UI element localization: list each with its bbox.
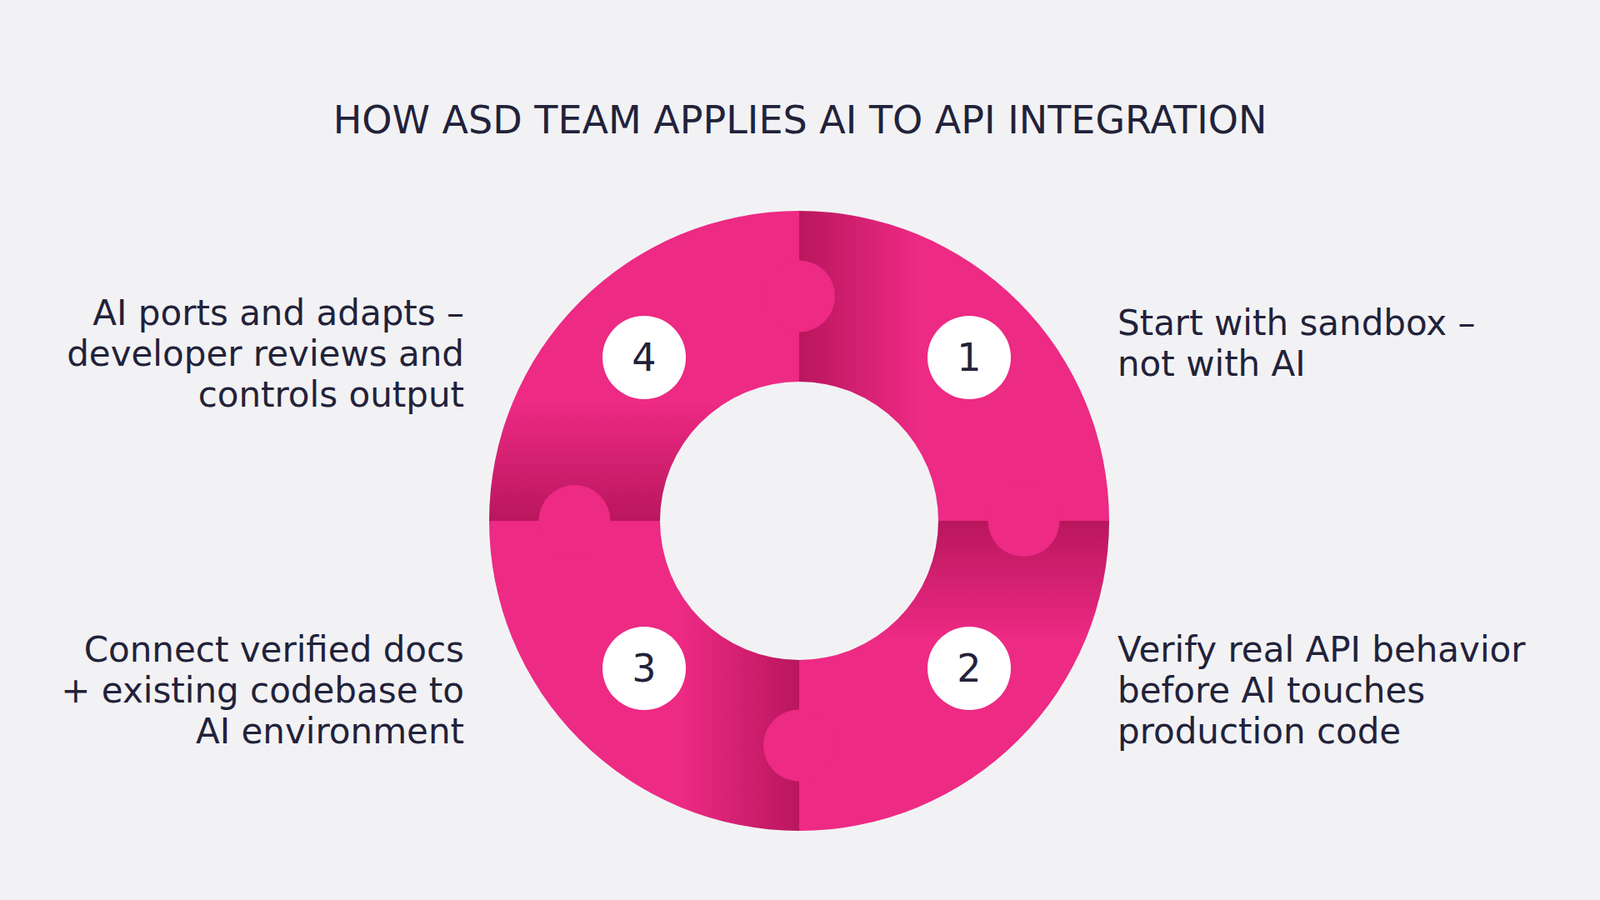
number-badge: [927, 626, 1011, 710]
number-badge: [602, 626, 686, 710]
ring-quadrant: [799, 210, 1110, 521]
step-description: Verify real API behavior before AI touch…: [1117, 629, 1535, 752]
ring-quadrant: [489, 520, 800, 831]
step-description: AI ports and adapts – developer reviews …: [47, 292, 465, 415]
segment-shape: [799, 210, 1110, 521]
step-number: 2: [927, 626, 1011, 710]
puzzle-segment: 4AI ports and adapts – developer reviews…: [489, 210, 800, 521]
segment-shape: [799, 520, 1110, 831]
step-number: 4: [602, 315, 686, 400]
puzzle-segment: 2Verify real API behavior before AI touc…: [799, 520, 1110, 831]
step-description: Connect verified docs + existing codebas…: [47, 629, 465, 752]
number-badge: [927, 315, 1011, 400]
ring-quadrant: [799, 520, 1110, 831]
step-description: Start with sandbox – not with AI: [1117, 302, 1535, 385]
ring-quadrant: [489, 210, 800, 521]
number-badge: [602, 315, 686, 400]
step-number: 3: [602, 626, 686, 710]
puzzle-segment: 1Start with sandbox – not with AI: [799, 210, 1110, 521]
puzzle-segment: 3Connect verified docs + existing codeba…: [489, 520, 800, 831]
diagram-title: HOW ASD TEAM APPLIES AI TO API INTEGRATI…: [0, 93, 1600, 147]
step-number: 1: [927, 315, 1011, 400]
